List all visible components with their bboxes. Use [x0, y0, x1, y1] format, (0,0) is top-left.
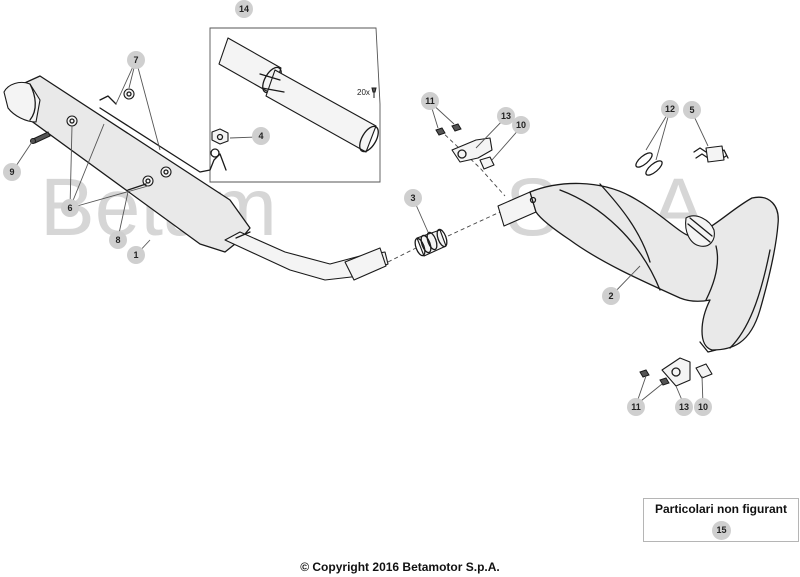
- callout-7: 7: [127, 51, 145, 69]
- callout-1: 1: [127, 246, 145, 264]
- assembly-axis-1: [387, 247, 417, 263]
- parts-not-shown-callout: 15: [712, 521, 731, 540]
- muffler-hardware: [30, 88, 229, 191]
- callout-label: 6: [67, 203, 72, 213]
- orings-and-spring: [635, 145, 729, 176]
- callout-label: 11: [631, 402, 641, 412]
- callout-9: 9: [3, 163, 21, 181]
- callout-label: 11: [425, 96, 435, 106]
- callout-label: 10: [516, 120, 526, 130]
- parts-not-shown-title: Particolari non figurant: [654, 502, 787, 516]
- callout-2: 2: [602, 287, 620, 305]
- callout-label: 10: [698, 402, 708, 412]
- callout-label: 4: [258, 131, 263, 141]
- callout-label: 14: [239, 4, 249, 14]
- assembly-axis-2: [447, 211, 501, 237]
- callout-14: 14: [235, 0, 253, 18]
- exhaust-pipe: [497, 182, 779, 353]
- callout-label: 13: [501, 111, 511, 121]
- callout-11-upper: 11: [421, 92, 439, 110]
- callout-10-lower: 10: [694, 398, 712, 416]
- callout-label: 5: [689, 105, 694, 115]
- callout-13-lower: 13: [675, 398, 693, 416]
- parts-not-shown-box: Particolari non figurant 15: [643, 498, 799, 542]
- callout-label: 9: [9, 167, 14, 177]
- callout-5: 5: [683, 101, 701, 119]
- upper-clamp-hardware: [435, 123, 495, 170]
- callout-11-lower: 11: [627, 398, 645, 416]
- callout-label: 2: [608, 291, 613, 301]
- callout-label: 7: [133, 55, 138, 65]
- callout-13-upper: 13: [497, 107, 515, 125]
- callout-label: 13: [679, 402, 689, 412]
- callout-10-upper: 10: [512, 116, 530, 134]
- silencer-packing: 20x: [209, 27, 381, 183]
- callout-label: 3: [410, 193, 415, 203]
- callout-12: 12: [661, 100, 679, 118]
- lower-clamp-hardware: [639, 357, 713, 387]
- callout-4: 4: [252, 127, 270, 145]
- hardware-quantity-note: 20x: [357, 88, 370, 97]
- callout-3: 3: [404, 189, 422, 207]
- callout-label: 1: [133, 250, 138, 260]
- callout-8: 8: [109, 231, 127, 249]
- callout-label: 12: [665, 104, 675, 114]
- callout-label: 8: [115, 235, 120, 245]
- assembly-axis-3: [439, 129, 506, 197]
- callout-6: 6: [61, 199, 79, 217]
- copyright-notice: © Copyright 2016 Betamotor S.p.A.: [300, 560, 500, 574]
- coupling: [414, 228, 448, 257]
